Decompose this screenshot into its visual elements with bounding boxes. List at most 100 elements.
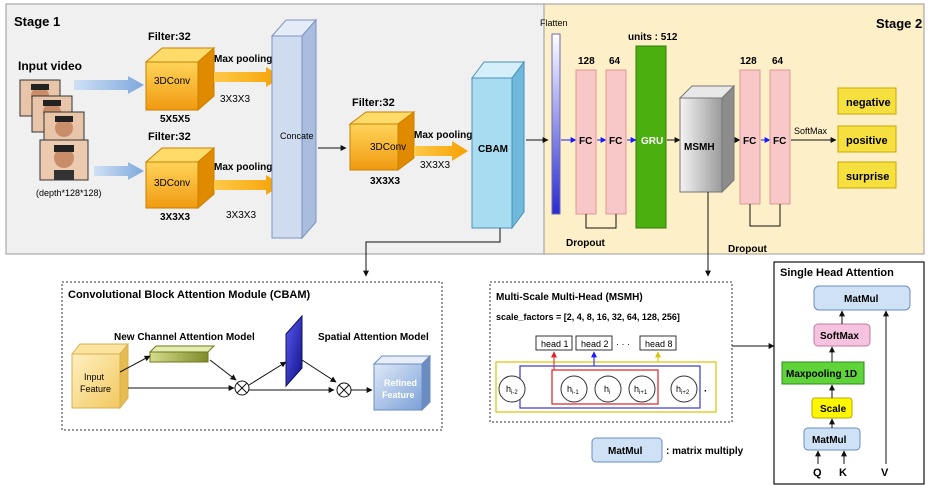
legend-matmul-label: MatMul [608,446,643,457]
fc4-label: FC [773,136,786,147]
fc2-label: FC [609,136,622,147]
output-negative [837,87,897,115]
scale-window-red [551,369,659,405]
msmh-block [678,84,736,194]
sha-softmax-label: SoftMax [820,331,859,342]
msmh-scale-factors: scale_factors = [2, 4, 8, 16, 32, 64, 12… [496,312,680,322]
sha-maxpooling-label: Maxpooling 1D [786,369,857,380]
bottom-3dconv-block [144,146,216,210]
top-pool-label: Max pooling [214,54,272,65]
channel-attention-bar [148,345,216,363]
flatten-label: Flatten [540,18,568,28]
node-h-i [594,375,622,403]
node-3-label: hi [604,384,610,396]
sha-matmul-top-label: MatMul [844,294,879,305]
head-1-box [535,335,573,351]
fc3-units: 128 [740,56,757,67]
output-negative-label: negative [846,97,891,109]
stage1-title: Stage 1 [14,14,60,29]
sha-scale-label: Scale [820,404,847,415]
bottom-pool-arrow [214,175,282,195]
cbam-block-label: CBAM [478,144,508,155]
sha-maxpooling [781,361,865,385]
concat-block [270,18,318,240]
dropout1-label: Dropout [566,238,606,249]
head-1-label: head 1 [541,339,569,349]
refined-feature-cube [372,354,432,412]
input-arrow-bottom [94,162,144,180]
bottom-pool-size: 3X3X3 [226,210,256,221]
sha-k-label: K [839,467,847,479]
mid-kernel-label: 3X3X3 [370,176,400,187]
node-5-label: hi+2 [676,384,690,396]
gru-label: GRU [641,136,663,147]
fc4-units: 64 [772,56,784,67]
mid-pool-label: Max pooling [414,130,472,141]
msmh-block-label: MSMH [684,142,715,153]
bottom-pool-label: Max pooling [214,162,272,173]
input-to-channel-arrow [119,355,151,373]
legend-text: : matrix multiply [666,446,744,457]
legend-matmul-box [591,437,663,463]
spatial-attention-label: Spatial Attention Model [318,332,429,343]
mid-3dconv-label: 3DConv [370,142,406,153]
head-8-label: head 8 [645,339,673,349]
nodes-right-ellipsis: · [704,386,707,397]
fc3-label: FC [743,136,756,147]
mult-to-spatial-arrow [248,361,287,386]
node-2-label: hi-1 [567,384,579,396]
scale-window-yellow [495,361,717,413]
output-positive [837,125,897,153]
output-surprise-label: surprise [846,171,889,183]
dropout2-bracket [749,204,781,227]
top-3dconv-label: 3DConv [154,76,190,87]
fc2-units: 64 [609,56,621,67]
node-1-label: hi-2 [506,384,518,396]
cbam-module-title: Convolutional Block Attention Module (CB… [68,289,311,301]
input-feature-line1: Input [84,372,105,382]
input-dim-label: (depth*128*128) [36,188,102,198]
spatial-to-mult-arrow [301,359,337,383]
input-arrow-top [74,76,144,94]
multiply-node-1 [234,380,250,396]
mid-pool-size: 3X3X3 [420,160,450,171]
fc1-units: 128 [578,56,595,67]
node-4-label: hi+1 [634,384,648,396]
head-8-box [639,335,677,351]
channel-attention-label: New Channel Attention Model [114,332,255,343]
spatial-attention-map [285,314,303,388]
bottom-kernel-label: 3X3X3 [160,212,190,223]
heads-ellipsis: · · · [616,339,630,349]
top-kernel-label: 5X5X5 [160,114,190,125]
dropout2-label: Dropout [728,244,768,255]
mid-filter-label: Filter:32 [352,97,395,109]
channel-to-mult-arrow [209,359,237,381]
head-2-label: head 2 [581,339,609,349]
top-filter-label: Filter:32 [148,31,191,43]
concat-label: Concate [280,131,314,141]
bottom-filter-label: Filter:32 [148,131,191,143]
gru-block [635,45,667,229]
node-h-i-minus-2 [498,375,526,403]
cbam-block [471,60,525,230]
refined-feature-line2: Feature [382,390,415,400]
refined-feature-line1: Refined [384,378,417,388]
output-surprise [837,161,897,189]
dropout1-bracket [585,214,617,229]
sha-matmul-bottom-label: MatMul [812,435,847,446]
node-h-i-minus-1 [560,375,588,403]
input-frames [19,79,89,181]
bottom-3dconv-label: 3DConv [154,178,190,189]
fc1-label: FC [579,136,592,147]
sha-q-label: Q [813,467,822,479]
head-2-box [575,335,613,351]
top-pool-size: 3X3X3 [220,94,250,105]
mid-pool-arrow [414,141,468,161]
softmax-label: SoftMax [794,126,828,136]
node-h-i-plus-1 [628,375,656,403]
cbam-detail-connector [363,228,501,277]
top-3dconv-block [144,46,216,112]
sha-v-label: V [881,467,889,479]
